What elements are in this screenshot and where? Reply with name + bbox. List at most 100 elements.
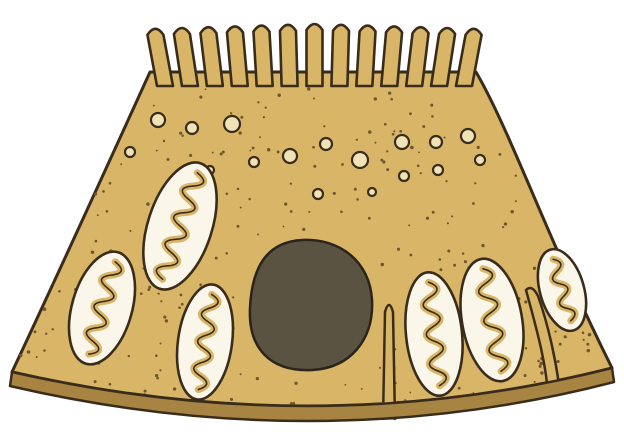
- granule: [220, 153, 223, 156]
- granule: [106, 210, 109, 213]
- microvillus: [356, 26, 375, 86]
- granule: [257, 233, 259, 235]
- granule: [432, 211, 435, 214]
- granule: [278, 94, 281, 97]
- vesicle: [313, 189, 323, 199]
- granule: [564, 335, 567, 338]
- granule: [248, 198, 251, 201]
- granule: [420, 172, 422, 174]
- granule: [313, 165, 316, 168]
- granule: [156, 150, 158, 152]
- granule: [302, 228, 305, 231]
- granule: [157, 292, 159, 294]
- granule: [240, 116, 243, 119]
- granule: [333, 192, 336, 195]
- granule: [181, 303, 184, 306]
- granule: [205, 88, 207, 90]
- granule: [354, 188, 357, 191]
- granule: [215, 257, 218, 260]
- granule: [525, 347, 527, 349]
- vesicle: [352, 152, 368, 168]
- granule: [128, 355, 130, 357]
- granule: [43, 307, 47, 311]
- granule: [537, 360, 540, 363]
- granule: [222, 151, 225, 154]
- granule: [277, 150, 280, 153]
- granule: [588, 333, 592, 337]
- nucleus: [250, 240, 372, 370]
- granule: [386, 168, 389, 171]
- granule: [540, 371, 543, 374]
- vesicle: [249, 157, 259, 167]
- granule: [284, 203, 287, 206]
- granule: [313, 98, 315, 100]
- granule: [239, 131, 242, 134]
- granule: [498, 153, 501, 156]
- granule: [230, 112, 232, 114]
- microvillus: [227, 26, 248, 86]
- granule: [160, 343, 162, 345]
- granule: [109, 383, 112, 386]
- granule: [384, 123, 387, 126]
- granule: [524, 300, 527, 303]
- granule: [283, 225, 285, 227]
- microvillus: [331, 25, 349, 86]
- granule: [380, 159, 383, 162]
- granule: [226, 193, 229, 196]
- granule: [386, 150, 388, 152]
- granule: [225, 252, 228, 255]
- granule: [388, 91, 391, 94]
- granule: [533, 267, 536, 270]
- vesicle: [475, 155, 485, 165]
- granule: [464, 260, 467, 263]
- granule: [504, 222, 507, 225]
- granule: [257, 101, 259, 103]
- granule: [341, 163, 344, 166]
- granule: [368, 217, 371, 220]
- granule: [51, 328, 53, 330]
- granule: [410, 146, 414, 150]
- granule: [586, 343, 589, 346]
- granule: [252, 147, 255, 150]
- granule: [422, 125, 425, 128]
- granule: [458, 387, 461, 390]
- granule: [148, 286, 151, 289]
- granule: [146, 202, 149, 205]
- vesicle: [320, 138, 332, 150]
- vesicle: [186, 122, 198, 134]
- granule: [237, 188, 240, 191]
- microvillus: [381, 26, 402, 86]
- granule: [199, 96, 202, 99]
- granule: [144, 390, 147, 393]
- granule: [515, 175, 517, 177]
- granule: [447, 250, 450, 253]
- granule: [153, 105, 155, 107]
- granule: [33, 330, 36, 333]
- granule: [173, 387, 176, 390]
- granule: [375, 142, 377, 144]
- granule: [393, 130, 395, 132]
- vesicle: [430, 136, 442, 148]
- granule: [159, 369, 161, 371]
- microvillus: [280, 25, 298, 86]
- vesicle: [224, 116, 240, 132]
- granule: [430, 104, 433, 107]
- granule: [417, 164, 420, 167]
- granule: [43, 349, 46, 352]
- granule: [312, 146, 315, 149]
- granule: [256, 377, 259, 380]
- granule: [94, 380, 97, 383]
- granule: [399, 130, 402, 133]
- granule: [582, 332, 585, 335]
- granule: [323, 125, 325, 127]
- granule: [294, 382, 297, 385]
- granule: [27, 350, 30, 353]
- granule: [249, 150, 251, 152]
- granule: [290, 210, 293, 213]
- granule: [539, 365, 542, 368]
- granule: [290, 402, 293, 405]
- granule: [481, 244, 484, 247]
- granule: [451, 215, 453, 217]
- vesicle: [368, 188, 376, 196]
- granule: [409, 254, 412, 257]
